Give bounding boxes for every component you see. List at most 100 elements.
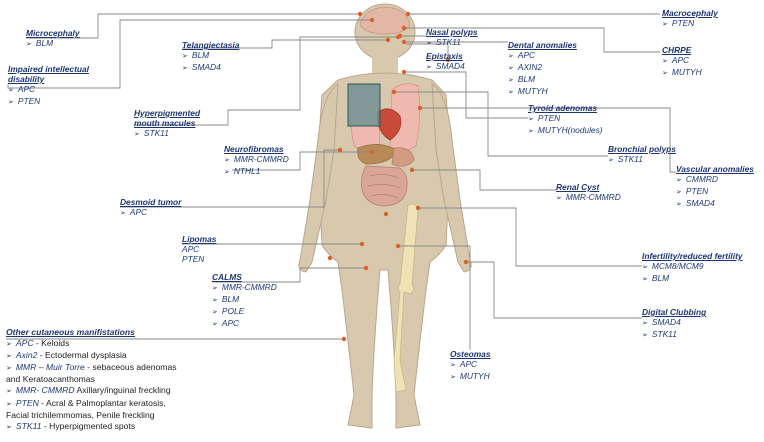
line-desmoid: [120, 149, 340, 208]
gene-name: STK11: [143, 128, 169, 138]
arrow-bullet-icon: ➢: [26, 41, 32, 48]
line-telangiectasia: [182, 39, 388, 49]
label-title: Infertility/reduced fertility: [642, 251, 743, 261]
anatomy-dot: [445, 57, 451, 63]
body-silhouette: [298, 3, 472, 429]
gene-name: BLM: [35, 38, 54, 48]
gene-name: PTEN: [15, 397, 39, 408]
line-microcephaly: [26, 13, 360, 39]
gene-item: ➢MUTYH: [450, 371, 491, 383]
gene-name: APC: [129, 207, 148, 217]
arrow-bullet-icon: ➢: [6, 388, 12, 396]
arrow-bullet-icon: ➢: [426, 64, 432, 71]
manifestation-text-continued: and Keratoacanthomas: [6, 374, 95, 385]
label-title: Osteomas: [450, 349, 491, 359]
arrow-bullet-icon: ➢: [676, 189, 682, 196]
gene-name: STK11: [651, 329, 677, 339]
line-hyperpigmented: [134, 36, 398, 126]
label-title: Desmoid tumor: [120, 197, 182, 207]
manifestation-text: - sebaceous adenomas: [84, 362, 177, 373]
gene-name: BLM: [221, 294, 240, 304]
gene-item: ➢MMR- CMMRD Axillary/inguinal freckling: [6, 385, 177, 397]
gene-item: ➢MUTYH: [662, 67, 702, 79]
line-epistaxis: [406, 43, 449, 60]
gene-name: MMR-CMMRD: [565, 192, 621, 202]
gene-name: PTEN: [671, 18, 695, 28]
label-title: disability: [8, 74, 45, 84]
arrow-bullet-icon: ➢: [662, 21, 668, 28]
arrow-bullet-icon: ➢: [662, 58, 668, 65]
arrow-bullet-icon: ➢: [6, 365, 12, 373]
arrow-bullet-icon: ➢: [212, 309, 218, 316]
gene-item: ➢Axin2 - Ectodermal dysplasia: [6, 350, 177, 362]
label-vascular-anomalies: Vascular anomalies➢CMMRD➢PTEN➢SMAD4: [676, 164, 754, 210]
arrow-bullet-icon: ➢: [676, 177, 682, 184]
gene-item: ➢APC: [662, 55, 702, 67]
anatomy-dot: [357, 11, 363, 17]
label-title: CALMS: [212, 272, 242, 282]
anatomy-dot: [385, 37, 391, 43]
gene-item: ➢STK11: [426, 37, 478, 49]
label-title: Macrocephaly: [662, 8, 718, 18]
gene-item: ➢STK11: [134, 128, 200, 140]
gene-item: ➢STK11 - Hyperpigmented spots: [6, 421, 177, 433]
anatomy-dot: [359, 241, 365, 247]
line-neurofibromas: [232, 151, 372, 171]
anatomy-dot: [463, 259, 469, 265]
gene-name: APC: [517, 50, 536, 60]
gene-item: ➢STK11: [608, 154, 676, 166]
anatomy-dot: [397, 33, 403, 39]
line-chrpe: [404, 27, 660, 53]
arrow-bullet-icon: ➢: [182, 65, 188, 72]
gene-name: SMAD4: [191, 62, 221, 72]
gene-item: ➢APC: [212, 318, 277, 330]
label-title: CHRPE: [662, 45, 692, 55]
manifestation-text: - Hyperpigmented spots: [41, 420, 136, 431]
label-title: Neurofibromas: [224, 144, 284, 154]
gene-item: ➢MMR-CMMRD: [212, 282, 277, 294]
gene-name: BLM: [517, 74, 536, 84]
label-microcephaly: Microcephaly➢BLM: [26, 28, 80, 50]
manifestation-text: - Acral & Palmoplantar keratosis,: [38, 397, 166, 408]
gene-name: APC: [182, 244, 200, 254]
line-impaired: [7, 19, 372, 89]
gene-name: STK11: [15, 420, 42, 431]
gene-item: ➢MCM8/MCM9: [642, 261, 743, 273]
arrow-bullet-icon: ➢: [676, 201, 682, 208]
line-infertility: [418, 207, 642, 267]
anatomy-dot: [415, 205, 421, 211]
gene-name: MMR- CMMRD: [15, 385, 75, 396]
anatomy-dot: [369, 17, 375, 23]
arrow-bullet-icon: ➢: [134, 131, 140, 138]
arrow-bullet-icon: ➢: [212, 321, 218, 328]
label-nasal-polyps: Nasal polyps➢STK11: [426, 27, 478, 49]
arrow-bullet-icon: ➢: [642, 332, 648, 339]
gene-name: APC: [671, 55, 690, 65]
label-infertility: Infertility/reduced fertility➢MCM8/MCM9➢…: [642, 251, 743, 285]
gene-name: MMR-CMMRD: [233, 154, 289, 164]
gene-name: AXIN2: [517, 62, 543, 72]
label-calms: CALMS➢MMR-CMMRD➢BLM➢POLE➢APC: [212, 272, 277, 330]
gene-name: MUTYH: [459, 371, 490, 381]
label-title: Epistaxis: [426, 51, 463, 61]
line-calms: [212, 267, 366, 283]
label-neurofibromas: Neurofibromas➢MMR-CMMRD➢NTHL1: [224, 144, 289, 178]
gene-item: ➢PTEN: [8, 96, 89, 108]
line-bronchial: [394, 91, 608, 157]
gene-name: MMR-CMMRD: [221, 282, 277, 292]
gene-name: SMAD4: [651, 317, 681, 327]
line-osteomas: [398, 245, 471, 350]
anatomy-dot: [395, 243, 401, 249]
gene-name: POLE: [221, 306, 245, 316]
gene-name: STK11: [617, 154, 643, 164]
label-other-cutaneous: Other cutaneous manifistations➢APC - Kel…: [6, 327, 177, 433]
anatomy-dot: [369, 149, 375, 155]
anatomy-dot: [405, 11, 411, 17]
gene-name: MUTYH: [671, 67, 702, 77]
arrow-bullet-icon: ➢: [8, 87, 14, 94]
gene-item: ➢MUTYH: [508, 86, 577, 98]
gene-name: STK11: [435, 37, 461, 47]
